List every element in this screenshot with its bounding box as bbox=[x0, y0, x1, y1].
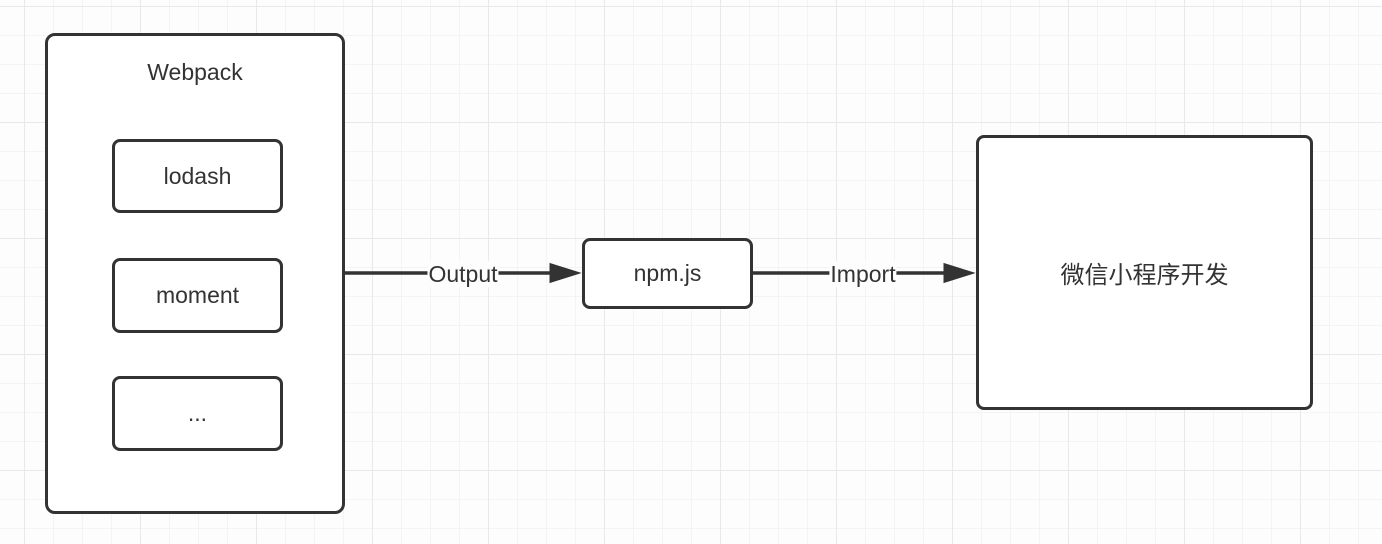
module-node-ellipsis-label: ... bbox=[187, 400, 208, 426]
wechat-miniprogram-node[interactable]: 微信小程序开发 bbox=[976, 135, 1313, 410]
webpack-group-node[interactable]: Webpack lodash moment ... bbox=[45, 33, 345, 514]
module-node-lodash-label: lodash bbox=[163, 162, 232, 189]
webpack-node-label: Webpack bbox=[147, 59, 243, 85]
output-arrowhead-icon bbox=[549, 262, 582, 284]
output-edge-label: Output bbox=[427, 261, 499, 287]
npm-js-node-label: npm.js bbox=[633, 260, 702, 286]
npm-js-node[interactable]: npm.js bbox=[582, 238, 753, 309]
module-node-moment[interactable]: moment bbox=[112, 258, 283, 333]
module-node-moment-label: moment bbox=[155, 282, 240, 308]
module-node-ellipsis[interactable]: ... bbox=[112, 376, 283, 451]
module-node-lodash[interactable]: lodash bbox=[112, 139, 283, 213]
import-edge-label: Import bbox=[829, 261, 897, 287]
import-arrowhead-icon bbox=[943, 262, 976, 284]
wechat-miniprogram-node-label: 微信小程序开发 bbox=[1060, 262, 1229, 289]
